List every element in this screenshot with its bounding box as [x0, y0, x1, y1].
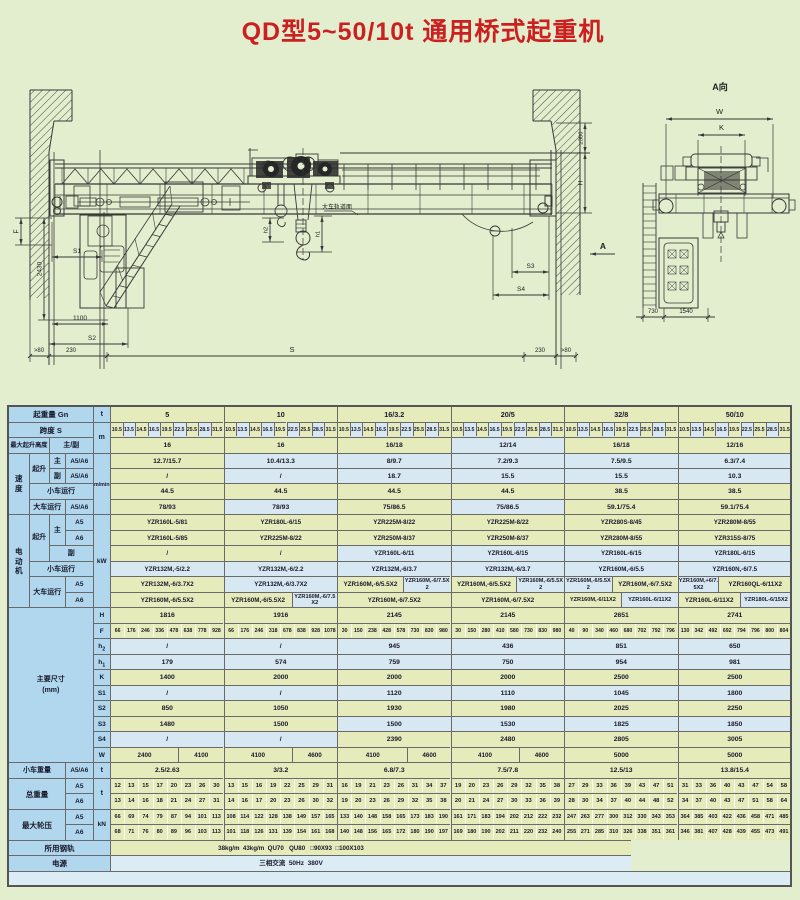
- svg-text:≥300: ≥300: [579, 132, 585, 145]
- svg-text:1540: 1540: [679, 309, 693, 315]
- svg-text:730: 730: [648, 309, 659, 315]
- svg-text:2430: 2430: [37, 261, 44, 276]
- svg-text:>80: >80: [561, 348, 572, 354]
- svg-text:S1: S1: [73, 248, 81, 255]
- svg-text:S3: S3: [527, 263, 535, 270]
- svg-text:S4: S4: [517, 286, 525, 293]
- svg-text:>80: >80: [34, 348, 45, 354]
- svg-text:S2: S2: [88, 335, 96, 342]
- svg-text:h2: h2: [264, 227, 270, 233]
- svg-text:230: 230: [535, 348, 546, 354]
- svg-text:230: 230: [66, 348, 77, 354]
- svg-text:A向: A向: [712, 81, 728, 92]
- svg-text:F: F: [14, 229, 21, 233]
- svg-text:W: W: [716, 107, 724, 116]
- svg-text:h1: h1: [316, 231, 322, 237]
- svg-text:K: K: [719, 123, 724, 132]
- svg-text:大车轨道面: 大车轨道面: [322, 203, 352, 211]
- svg-text:S: S: [289, 345, 294, 354]
- svg-text:A: A: [600, 241, 606, 251]
- svg-text:1100: 1100: [73, 315, 87, 322]
- svg-text:H: H: [578, 180, 585, 185]
